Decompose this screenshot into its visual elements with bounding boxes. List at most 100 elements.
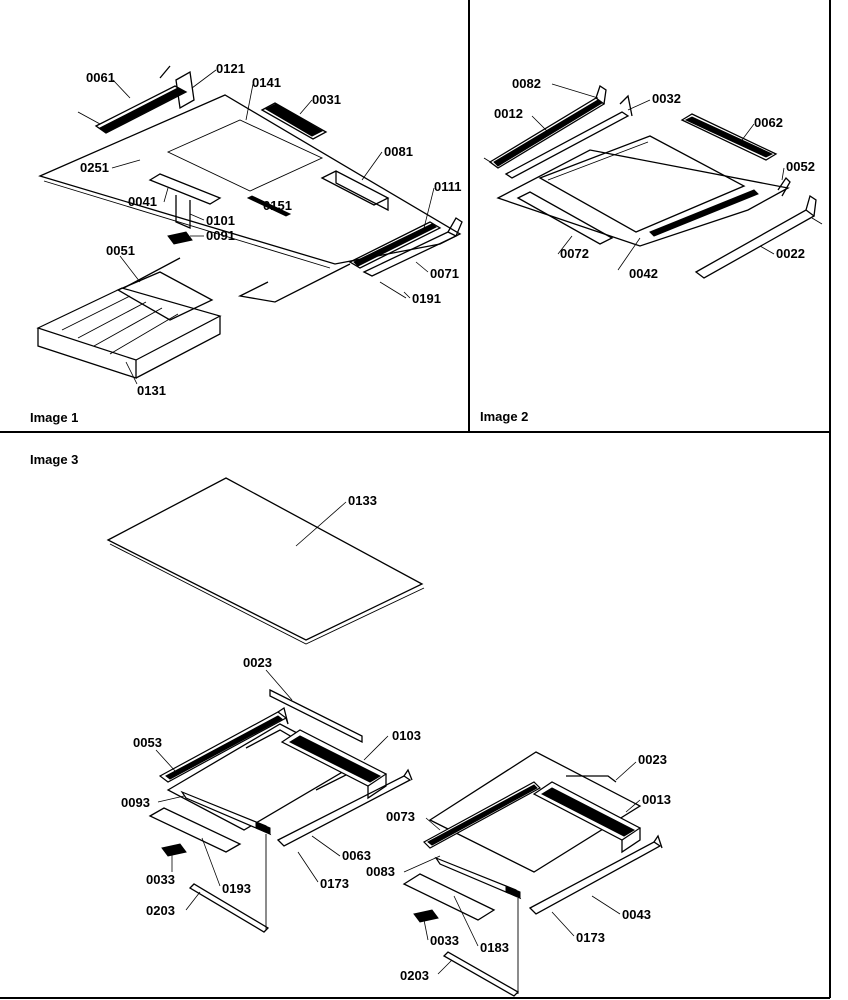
image3-labels: 0133 0023 0053 0103 0093 0063 0033 0193 … [121, 493, 671, 983]
leader-0093 [157, 795, 185, 803]
leader-0183 [453, 895, 479, 947]
image1-labels: 0061 0121 0141 0031 0251 0081 0041 0151 … [80, 61, 462, 398]
part-label-0062: 0062 [754, 115, 783, 130]
image1-rail-0111-fill [353, 223, 437, 267]
leader-0191 [403, 291, 411, 299]
part-label-0203-left: 0203 [146, 903, 175, 918]
part-label-0032: 0032 [652, 91, 681, 106]
image2-drawing [483, 84, 823, 279]
leader-0083 [403, 855, 441, 873]
image1-clip-0091 [167, 231, 193, 245]
leader-0151 [261, 203, 269, 207]
leader-0041 [163, 187, 169, 203]
part-label-0091: 0091 [206, 228, 235, 243]
image1-leaders [111, 69, 435, 385]
image3-rail-0063 [276, 775, 412, 847]
part-label-0081: 0081 [384, 144, 413, 159]
image3-rail-0043-tab [653, 834, 663, 849]
image3-glass-edge [109, 543, 425, 645]
image1-channel-0081-side [335, 171, 389, 212]
part-label-0173-left: 0173 [320, 876, 349, 891]
image1-drawer-0131 [36, 287, 222, 361]
leader-0022 [759, 245, 775, 255]
leader-0173a [297, 851, 319, 883]
leader-0032 [627, 99, 651, 111]
image3-drawing [106, 477, 663, 997]
image3-clip-0033a [161, 843, 187, 857]
image3-rail-0053-fill [165, 715, 283, 780]
image2-channel-0062 [680, 113, 778, 161]
image3-right-frame [428, 751, 642, 873]
image3-plate-0193 [148, 807, 242, 853]
part-label-0063: 0063 [342, 848, 371, 863]
part-label-0203-right: 0203 [400, 968, 429, 983]
image1-bracket-tab [159, 65, 171, 79]
image2-rail-pin [483, 157, 493, 164]
part-label-0041: 0041 [128, 194, 157, 209]
image1-channel-0081 [320, 170, 390, 206]
image1-rail-0111 [348, 221, 442, 269]
part-label-0251: 0251 [80, 160, 109, 175]
part-label-0151: 0151 [263, 198, 292, 213]
image3-channel-0103-fill [288, 735, 382, 783]
part-label-0072: 0072 [560, 246, 589, 261]
part-label-0013: 0013 [642, 792, 671, 807]
part-label-0183: 0183 [480, 940, 509, 955]
image1-drawer-ribs [61, 295, 179, 355]
leader-0031 [299, 99, 313, 115]
leader-0141 [245, 83, 254, 121]
image1-rail-left-fill [99, 87, 185, 133]
image1-rail-left-pin [77, 111, 101, 125]
image2-glass-edge [547, 141, 649, 181]
image2-strip-0072 [516, 191, 614, 245]
image3-strip-0203b [442, 951, 520, 997]
image3-glass-0133 [106, 477, 424, 641]
part-label-0082: 0082 [512, 76, 541, 91]
leader-0042 [617, 237, 641, 271]
part-label-0173-right: 0173 [576, 930, 605, 945]
image3-strip-0023b [566, 775, 617, 783]
leader-0043 [591, 895, 621, 915]
image3-channel-0013-fill [540, 787, 636, 837]
part-label-0071: 0071 [430, 266, 459, 281]
image3-rail-0083-end [505, 885, 521, 899]
part-label-0131: 0131 [137, 383, 166, 398]
leader-0013 [625, 799, 641, 813]
leader-0063 [311, 835, 341, 857]
image1-channel-0031-fill [264, 103, 324, 137]
leader-0082 [551, 83, 599, 99]
image1-lower-shelf-outline [119, 257, 351, 303]
part-label-0141: 0141 [252, 75, 281, 90]
leader-0101 [189, 213, 205, 221]
image1-screw-0191 [379, 281, 407, 299]
image3-strip-0023a [269, 688, 363, 744]
image2-leaders [531, 83, 785, 271]
leader-0193 [201, 837, 221, 887]
image1-drawer-side [135, 316, 221, 379]
image2-rail-0032-tab [619, 94, 633, 117]
part-label-0042: 0042 [629, 266, 658, 281]
part-label-0023-left: 0023 [243, 655, 272, 670]
leader-0033b [423, 919, 429, 941]
leader-0053 [155, 749, 177, 773]
image1-channel-0031 [260, 102, 328, 140]
part-label-0093: 0093 [121, 795, 150, 810]
leader-0251 [111, 159, 141, 169]
part-label-0023-right: 0023 [638, 752, 667, 767]
image3-rail-0063-tab [403, 768, 413, 781]
part-label-0073: 0073 [386, 809, 415, 824]
leader-0131 [125, 361, 138, 385]
part-label-0101: 0101 [206, 213, 235, 228]
image1-strip-0151 [246, 195, 292, 217]
image2-rail-0022 [694, 209, 816, 279]
leader-0203b [437, 959, 453, 975]
part-label-0033-right: 0033 [430, 933, 459, 948]
image3-rail-0093-end [255, 821, 271, 835]
image3-clip-0033b [413, 909, 439, 923]
part-label-0111: 0111 [434, 179, 462, 194]
image1-crossbar-0041 [148, 173, 222, 205]
image1-shelf-edge [43, 180, 331, 269]
image2-rail-pin-right [811, 217, 823, 225]
